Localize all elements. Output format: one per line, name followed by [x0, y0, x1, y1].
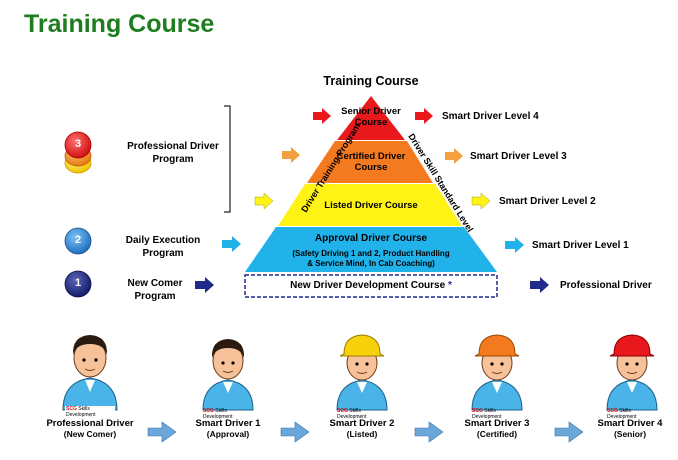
driver-sub-smart-4: (Senior)	[613, 429, 647, 439]
program-label-3-line2: Program	[152, 154, 194, 165]
tier-certified-line1: Certified Driver	[336, 151, 406, 162]
driver-name-professional: Professional Driver	[46, 418, 134, 429]
tier-certified-text: Certified Driver Course	[318, 151, 424, 173]
program-label-1-line2: Program	[134, 291, 176, 302]
program-number-1: 1	[74, 277, 82, 289]
badge-text: Skills Development	[203, 408, 233, 420]
badge-smart-3: SCG Skills Development	[472, 408, 524, 420]
badge-text: Skills Development	[66, 406, 96, 418]
arrow-out-approval	[505, 237, 524, 253]
badge-brand: SCG	[472, 408, 483, 414]
program-label-2-line2: Program	[142, 248, 184, 259]
program-circle-1	[64, 270, 92, 298]
arrow-in-certified	[282, 147, 300, 163]
badge-professional: SCG Skills Development	[66, 406, 118, 418]
program-number-2: 2	[74, 234, 82, 246]
driver-caption-smart-1: Smart Driver 1 (Approval)	[180, 418, 276, 440]
program-label-3: Professional Driver Program	[118, 140, 228, 166]
driver-caption-professional: Professional Driver (New Comer)	[40, 418, 140, 440]
arrow-in-approval	[222, 236, 241, 252]
badge-brand: SCG	[607, 408, 618, 414]
program-coins-3	[64, 131, 92, 174]
level-label-3: Smart Driver Level 3	[470, 151, 567, 162]
arrow-in-senior	[313, 108, 331, 124]
program-label-3-line1: Professional Driver	[127, 141, 219, 152]
tier-approval-line3: & Service Mind, In Cab Coaching)	[307, 259, 435, 268]
program-label-2: Daily Execution Program	[118, 234, 208, 260]
badge-brand: SCG	[66, 406, 77, 412]
driver-smart-1	[202, 339, 254, 411]
tier-senior-line1: Senior Driver	[341, 106, 401, 117]
driver-sub-smart-2: (Listed)	[346, 429, 378, 439]
pyramid-tier-listed	[278, 184, 462, 226]
badge-brand: SCG	[337, 408, 348, 414]
pyramid-base-box	[244, 274, 498, 298]
driver-sub-smart-3: (Certified)	[476, 429, 518, 439]
arrow-out-senior	[415, 108, 433, 124]
tier-approval-title: Approval Driver Course	[314, 233, 428, 244]
page-title: Training Course	[24, 10, 215, 38]
pyramid-tier-certified	[307, 141, 433, 183]
badge-text: Skills Development	[607, 408, 637, 420]
level-label-2: Smart Driver Level 2	[499, 196, 596, 207]
level-label-4: Smart Driver Level 4	[442, 111, 539, 122]
arrow-out-listed	[471, 192, 491, 210]
base-course-text: New Driver Development Course *	[245, 280, 497, 292]
tier-senior-line2: Course	[354, 117, 388, 128]
base-course-mark: *	[447, 280, 452, 291]
pyramid-tier-approval	[245, 227, 497, 272]
driver-name-smart-3: Smart Driver 3	[464, 418, 530, 429]
level-label-professional: Professional Driver	[560, 280, 652, 291]
driver-name-smart-1: Smart Driver 1	[195, 418, 261, 429]
driver-smart-4	[606, 334, 658, 411]
program-label-1-line1: New Comer	[127, 278, 183, 289]
level-label-1: Smart Driver Level 1	[532, 240, 629, 251]
tier-approval-line2: (Safety Driving 1 and 2, Product Handlin…	[292, 249, 450, 258]
arrow-out-certified	[445, 148, 463, 164]
badge-smart-2: SCG Skills Development	[337, 408, 389, 420]
driver-caption-smart-2: Smart Driver 2 (Listed)	[314, 418, 410, 440]
base-course-label: New Driver Development Course	[290, 280, 446, 291]
program-circle-2	[64, 227, 92, 255]
driver-caption-smart-3: Smart Driver 3 (Certified)	[449, 418, 545, 440]
driver-sub-professional: (New Comer)	[63, 429, 117, 439]
driver-caption-smart-4: Smart Driver 4 (Senior)	[584, 418, 676, 440]
badge-text: Skills Development	[472, 408, 502, 420]
driver-sub-smart-1: (Approval)	[206, 429, 250, 439]
arrow-out-base	[530, 277, 549, 293]
flow-arrow-1	[147, 421, 177, 443]
pyramid-tier-senior	[337, 96, 405, 140]
badge-smart-1: SCG Skills Development	[203, 408, 255, 420]
flow-arrow-2	[280, 421, 310, 443]
arrow-in-listed	[254, 192, 274, 210]
program-label-2-line1: Daily Execution	[125, 235, 201, 246]
badge-text: Skills Development	[337, 408, 367, 420]
tier-certified-line2: Course	[354, 162, 388, 173]
tier-senior-text: Senior Driver Course	[331, 106, 411, 128]
tier-approval-detail: (Safety Driving 1 and 2, Product Handlin…	[260, 249, 482, 269]
badge-brand: SCG	[203, 408, 214, 414]
badge-smart-4: SCG Skills Development	[607, 408, 659, 420]
flow-arrow-3	[414, 421, 444, 443]
driver-name-smart-2: Smart Driver 2	[329, 418, 395, 429]
driver-smart-2	[336, 334, 388, 411]
arrow-in-base	[195, 277, 214, 293]
pyramid-title: Training Course	[323, 74, 419, 88]
program-number-3: 3	[74, 138, 82, 150]
program-bracket	[224, 105, 231, 213]
driver-name-smart-4: Smart Driver 4	[597, 418, 663, 429]
driver-smart-3	[471, 334, 523, 411]
tier-listed-text: Listed Driver Course	[324, 200, 418, 211]
driver-professional	[62, 335, 118, 414]
flow-arrow-4	[554, 421, 584, 443]
program-label-1: New Comer Program	[118, 277, 192, 303]
